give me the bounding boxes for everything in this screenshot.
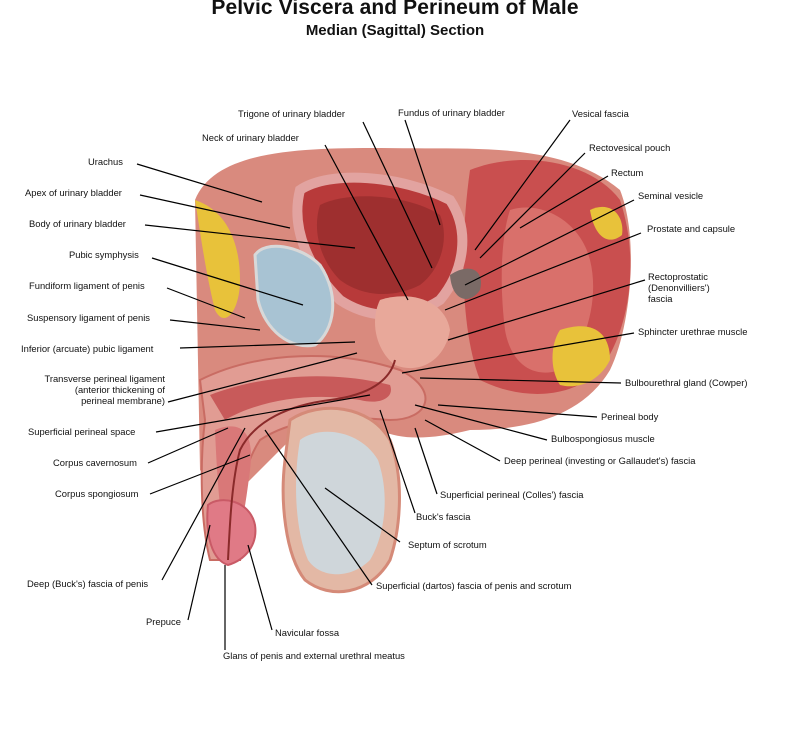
label-rectum: Rectum	[611, 167, 644, 178]
label-transverse-line-3: perineal membrane)	[81, 395, 165, 406]
leader-superficial-space	[155, 394, 371, 433]
label-deep-perineal: Deep perineal (investing or Gallaudet's)…	[504, 455, 696, 466]
page-title: Pelvic Viscera and Perineum of Male	[211, 0, 579, 19]
label-glans: Glans of penis and external urethral mea…	[223, 650, 405, 661]
label-corpus-spongiosum: Corpus spongiosum	[55, 488, 139, 499]
testis	[296, 431, 385, 575]
label-fundiform: Fundiform ligament of penis	[29, 280, 145, 291]
label-superficial-space: Superficial perineal space	[28, 426, 136, 437]
label-rectoprostatic: Rectoprostatic (Denonvilliers') fascia	[648, 271, 710, 304]
leader-lines	[136, 119, 646, 650]
label-dartos: Superficial (dartos) fascia of penis and…	[376, 580, 572, 591]
label-transverse-line-2: (anterior thickening of	[74, 384, 165, 395]
leader-fundiform	[166, 287, 246, 319]
leader-trigone	[362, 121, 433, 269]
leader-vesical-fascia	[474, 119, 571, 251]
leader-deep-perineal	[424, 419, 501, 462]
leader-rectoprostatic	[447, 279, 646, 341]
label-apex: Apex of urinary bladder	[25, 187, 122, 198]
fat-deposit-left	[195, 200, 240, 319]
label-bulbospongiosus: Bulbospongiosus muscle	[551, 433, 655, 444]
pubic-symphysis-shape	[253, 244, 335, 348]
seminal-vesicle-shape	[450, 268, 481, 299]
label-inferior-pubic: Inferior (arcuate) pubic ligament	[21, 343, 154, 354]
leader-navicular	[247, 544, 273, 631]
prostate-shape	[375, 296, 450, 369]
leader-deep-bucks	[161, 427, 246, 581]
label-rectoprostatic-line-3: fascia	[648, 293, 673, 304]
label-colles: Superficial perineal (Colles') fascia	[440, 489, 584, 500]
label-body: Body of urinary bladder	[29, 218, 126, 229]
label-suspensory: Suspensory ligament of penis	[27, 312, 150, 323]
label-deep-bucks: Deep (Buck's) fascia of penis	[27, 578, 149, 589]
label-septum: Septum of scrotum	[408, 539, 487, 550]
urethra	[227, 359, 396, 561]
leader-prostate	[444, 232, 642, 311]
bladder-lumen	[316, 196, 444, 295]
leader-urachus	[136, 163, 263, 203]
label-neck: Neck of urinary bladder	[202, 132, 299, 143]
label-transverse-line-1: Transverse perineal ligament	[44, 373, 165, 384]
label-prostate: Prostate and capsule	[647, 223, 736, 234]
leader-inferior-pubic	[179, 341, 356, 349]
label-rectoprostatic-line-2: (Denonvilliers')	[648, 282, 710, 293]
leader-transverse	[167, 352, 358, 403]
leader-neck	[324, 144, 409, 301]
leader-colles	[414, 427, 438, 495]
leader-suspensory	[169, 319, 261, 331]
label-transverse: Transverse perineal ligament (anterior t…	[27, 373, 165, 406]
corpus-cavernosum-shape	[210, 376, 391, 420]
leader-fundus	[404, 119, 441, 226]
label-bucks: Buck's fascia	[416, 511, 471, 522]
label-rectoprostatic-line-1: Rectoprostatic	[648, 271, 708, 282]
label-bulbourethral: Bulbourethral gland (Cowper)	[625, 377, 748, 388]
leader-bucks	[379, 409, 416, 514]
fat-deposit-right	[552, 326, 610, 387]
label-seminal-vesicle: Seminal vesicle	[638, 190, 704, 201]
leader-bulbospongiosus	[414, 404, 548, 441]
label-vesical-fascia: Vesical fascia	[572, 108, 629, 119]
label-urachus: Urachus	[88, 156, 123, 167]
label-pubic-symphysis: Pubic symphysis	[69, 249, 139, 260]
leader-dartos	[264, 429, 373, 586]
leader-pubic-symphysis	[151, 257, 304, 306]
leader-perineal-body	[437, 404, 598, 418]
leader-seminal-vesicle	[464, 199, 635, 286]
label-perineal-body: Perineal body	[601, 411, 659, 422]
label-prepuce: Prepuce	[146, 616, 181, 627]
label-rectovesical-pouch: Rectovesical pouch	[589, 142, 671, 153]
leader-prepuce	[187, 524, 211, 621]
label-trigone: Trigone of urinary bladder	[238, 108, 346, 119]
page-subtitle: Median (Sagittal) Section	[305, 22, 485, 39]
leader-corpus-cavernosum	[147, 427, 229, 464]
leader-sphincter	[401, 332, 635, 374]
label-fundus: Fundus of urinary bladder	[398, 107, 505, 118]
label-corpus-cavernosum: Corpus cavernosum	[53, 457, 137, 468]
label-sphincter: Sphincter urethrae muscle	[638, 326, 748, 337]
leader-bulbourethral	[419, 377, 622, 384]
leader-corpus-spongiosum	[149, 454, 251, 495]
label-navicular: Navicular fossa	[275, 627, 340, 638]
leader-body	[144, 224, 356, 249]
leader-rectovesical-pouch	[479, 152, 586, 259]
leader-rectum	[519, 175, 609, 229]
leader-apex	[139, 194, 291, 229]
fat-deposit-top	[590, 206, 623, 240]
leader-septum	[324, 487, 401, 543]
